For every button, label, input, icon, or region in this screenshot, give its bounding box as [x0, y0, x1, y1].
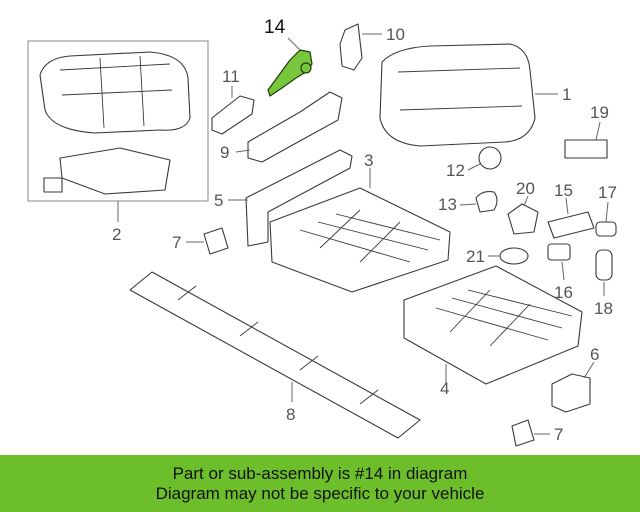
- callout-12: 12: [446, 161, 465, 180]
- part-15-shape: [547, 211, 595, 239]
- callout-1: 1: [562, 85, 571, 104]
- cushion-heater-mat: [59, 147, 171, 195]
- part-21-group[interactable]: [488, 247, 529, 265]
- leader-6: [583, 361, 595, 379]
- part-10-bracket-group[interactable]: [339, 23, 382, 71]
- leader-16: [561, 261, 565, 281]
- part-16-shape: [547, 243, 571, 261]
- callout-7-lower: 7: [554, 425, 563, 444]
- callout-14: 14: [264, 17, 286, 38]
- part-17-shape: [595, 221, 617, 237]
- callout-13: 13: [438, 195, 457, 214]
- part-1-cushion-cover-group[interactable]: [379, 43, 558, 147]
- track-crossmembers: [177, 285, 379, 405]
- part-6-shape: [551, 373, 591, 413]
- part-7-upper-group[interactable]: [186, 227, 229, 255]
- callout-7-upper: 7: [172, 233, 181, 252]
- callout-11: 11: [222, 67, 240, 86]
- part-14-highlighted-group[interactable]: [267, 37, 313, 97]
- part-18-shape: [595, 249, 613, 281]
- leader-15: [565, 197, 569, 215]
- callout-5: 5: [214, 191, 223, 210]
- part-20-group[interactable]: [507, 195, 539, 235]
- part-20-shape: [507, 203, 539, 235]
- leader-13: [459, 203, 477, 206]
- frame-4-shape: [403, 265, 583, 385]
- frame-3-shape: [269, 187, 451, 293]
- callout-20: 20: [516, 179, 535, 198]
- side-shield-shape: [247, 91, 343, 163]
- callout-9: 9: [220, 143, 229, 162]
- part-11-shape: [211, 95, 255, 135]
- callout-18: 18: [594, 299, 613, 318]
- callout-19: 19: [590, 103, 609, 122]
- part-2-cushion-pad-group[interactable]: [27, 40, 209, 222]
- part-12-shape: [478, 146, 502, 170]
- leader-9: [235, 149, 251, 153]
- cushion-connector: [43, 177, 63, 193]
- leader-12: [467, 163, 481, 171]
- diagram-info-banner: Part or sub-assembly is #14 in diagram D…: [0, 455, 640, 512]
- part-7-lower-group[interactable]: [511, 419, 550, 447]
- part-8-track-group[interactable]: [129, 271, 421, 439]
- part-21-shape: [499, 247, 529, 265]
- leader-20: [523, 195, 529, 207]
- part-4-frame-group[interactable]: [403, 265, 583, 385]
- leader-17: [605, 201, 609, 223]
- cushion-pad-seams: [59, 55, 173, 129]
- cushion-cover-shape: [379, 43, 536, 147]
- frame-3-springs: [299, 209, 441, 263]
- part-18-group[interactable]: [595, 249, 613, 296]
- part-7-upper-shape: [203, 227, 229, 255]
- part-15-group[interactable]: [547, 197, 595, 239]
- part-3-frame-group[interactable]: [269, 168, 451, 293]
- leader-19: [595, 121, 601, 141]
- part-5-rail-group[interactable]: [228, 149, 353, 247]
- cushion-cover-seams: [397, 67, 523, 111]
- frame-4-springs: [435, 289, 573, 347]
- part-13-shape: [475, 191, 498, 213]
- part-6-group[interactable]: [551, 361, 595, 413]
- track-shape: [129, 271, 421, 439]
- callout-6: 6: [590, 345, 599, 364]
- part-13-group[interactable]: [459, 191, 498, 213]
- callout-2: 2: [112, 225, 121, 244]
- callout-17: 17: [598, 183, 617, 202]
- part-9-side-shield-group[interactable]: [235, 91, 343, 163]
- part-14-knob: [300, 62, 312, 74]
- banner-line-disclaimer: Diagram may not be specific to your vehi…: [155, 483, 485, 503]
- callout-15: 15: [554, 181, 573, 200]
- callout-4: 4: [440, 379, 449, 398]
- exploded-parts-diagram: 1 2 3 4 5 6 7 7 8 9 10 11 12 13 14 15 16…: [27, 17, 617, 447]
- part-19-group[interactable]: [564, 121, 608, 159]
- bracket-shape: [339, 23, 363, 71]
- part-11-group[interactable]: [211, 86, 255, 135]
- part-17-group[interactable]: [595, 201, 617, 237]
- part-7-lower-shape: [511, 419, 535, 447]
- callout-8: 8: [286, 405, 295, 424]
- rail-shape: [245, 149, 353, 247]
- part-12-group[interactable]: [467, 146, 502, 171]
- leader-14: [287, 37, 301, 51]
- callout-3: 3: [364, 151, 373, 170]
- part-16-group[interactable]: [547, 243, 571, 281]
- callout-16: 16: [554, 283, 573, 302]
- part-19-shape: [564, 139, 608, 159]
- callout-21: 21: [466, 247, 485, 266]
- banner-line-part-info: Part or sub-assembly is #14 in diagram: [172, 463, 468, 483]
- callout-10: 10: [386, 25, 405, 44]
